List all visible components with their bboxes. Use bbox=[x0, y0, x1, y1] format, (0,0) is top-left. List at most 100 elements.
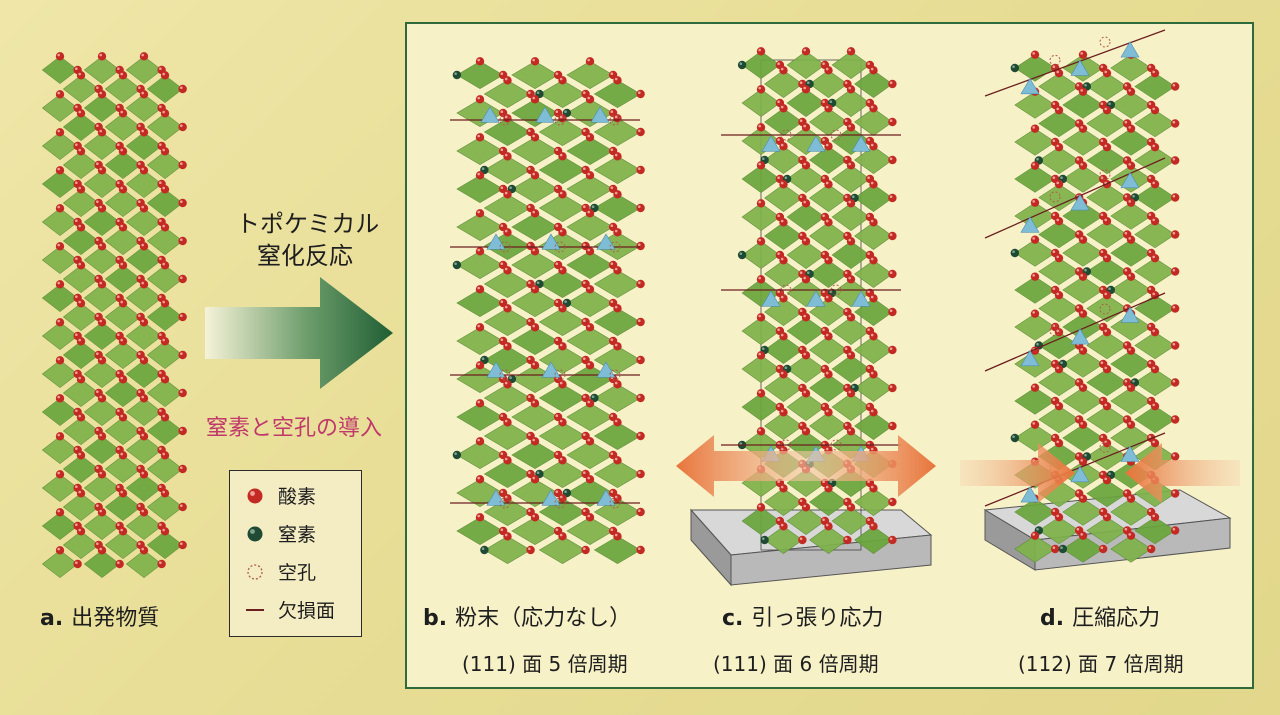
oxygen-atom bbox=[801, 47, 811, 56]
octahedron bbox=[1110, 498, 1152, 526]
oxygen-atom bbox=[888, 421, 897, 431]
oxygen-atom bbox=[55, 280, 65, 289]
octahedron bbox=[146, 150, 184, 180]
octahedron bbox=[741, 316, 781, 346]
oxygen-atom bbox=[558, 342, 567, 351]
oxygen-atom bbox=[756, 161, 766, 170]
oxygen-atom bbox=[846, 47, 856, 56]
tetrahedron bbox=[535, 106, 555, 123]
oxygen-atom bbox=[846, 161, 856, 170]
defect-plane bbox=[984, 29, 1166, 97]
oxygen-atom bbox=[585, 361, 595, 370]
oxygen-atom bbox=[558, 266, 567, 275]
oxygen-atom bbox=[613, 266, 622, 275]
legend: 酸素 窒素 空孔 欠損面 bbox=[229, 470, 362, 637]
legend-oxygen-label: 酸素 bbox=[278, 486, 317, 508]
caption-d-letter: d. bbox=[1040, 606, 1065, 631]
oxygen-atom bbox=[824, 142, 833, 151]
octahedron bbox=[854, 259, 893, 289]
octahedron bbox=[146, 416, 184, 446]
defect-plane bbox=[984, 432, 1166, 507]
octahedron bbox=[741, 354, 781, 384]
oxygen-atom bbox=[1078, 235, 1088, 244]
oxygen-atom bbox=[779, 180, 788, 189]
oxygen-atom bbox=[756, 123, 766, 132]
oxygen-atom bbox=[1102, 364, 1112, 374]
octahedron bbox=[593, 193, 642, 223]
octahedron bbox=[62, 188, 100, 218]
oxygen-atom bbox=[530, 57, 540, 66]
oxygen-atom bbox=[76, 223, 86, 232]
defect-plane bbox=[984, 292, 1166, 372]
octahedron bbox=[41, 207, 79, 237]
oxygen-atom bbox=[1054, 401, 1064, 411]
oxygen-atom bbox=[888, 117, 897, 127]
oxygen-atom bbox=[585, 209, 595, 218]
oxygen-atom bbox=[779, 294, 788, 303]
oxygen-atom bbox=[118, 299, 128, 308]
octahedron bbox=[831, 202, 871, 232]
octahedron bbox=[786, 316, 826, 346]
oxygen-atom bbox=[613, 456, 622, 465]
oxygen-atom bbox=[139, 242, 149, 251]
oxygen-atom bbox=[475, 361, 485, 370]
compression-arrow-left bbox=[960, 443, 1075, 503]
oxygen-atom bbox=[1170, 341, 1180, 350]
oxygen-atom bbox=[779, 256, 788, 265]
octahedron bbox=[764, 259, 803, 289]
oxygen-atom bbox=[801, 199, 811, 208]
oxygen-atom bbox=[558, 380, 567, 389]
octahedron bbox=[104, 150, 142, 180]
octahedron bbox=[1014, 165, 1056, 193]
oxygen-atom bbox=[585, 95, 595, 104]
octahedron bbox=[83, 245, 121, 275]
octahedron bbox=[483, 269, 532, 299]
octahedron bbox=[483, 383, 532, 413]
octahedron bbox=[41, 283, 79, 313]
oxygen-atom bbox=[824, 66, 833, 75]
oxygen-atom bbox=[756, 389, 766, 398]
octahedron bbox=[125, 435, 163, 465]
octahedron bbox=[1014, 424, 1056, 452]
octahedron bbox=[764, 335, 803, 365]
vacancy bbox=[554, 114, 566, 126]
oxygen-atom bbox=[558, 190, 567, 199]
octahedron bbox=[1062, 128, 1104, 156]
oxygen-atom bbox=[160, 109, 170, 118]
oxygen-atom bbox=[139, 318, 149, 327]
octahedron bbox=[786, 88, 826, 118]
octahedron bbox=[1038, 146, 1080, 175]
oxygen-atom bbox=[73, 559, 82, 569]
vacancy bbox=[1049, 325, 1061, 337]
oxygen-atom bbox=[55, 204, 65, 213]
oxygen-atom bbox=[97, 546, 107, 555]
octahedron bbox=[125, 55, 163, 85]
octahedron bbox=[854, 183, 893, 213]
oxygen-atom bbox=[55, 356, 65, 365]
oxygen-atom bbox=[798, 535, 807, 545]
vacancy bbox=[609, 241, 621, 253]
octahedron bbox=[1134, 257, 1176, 286]
octahedron bbox=[1086, 72, 1128, 101]
octahedron bbox=[1086, 516, 1128, 545]
octahedron bbox=[1110, 313, 1152, 341]
oxygen-atom bbox=[1078, 50, 1088, 59]
oxygen-atom bbox=[846, 427, 856, 436]
octahedron bbox=[1062, 276, 1104, 304]
oxygen-atom bbox=[869, 256, 878, 265]
caption-c-text: 引っ張り応力 bbox=[751, 606, 884, 631]
oxygen-atom bbox=[160, 375, 170, 384]
tetrahedron bbox=[1120, 445, 1140, 462]
oxygen-atom bbox=[55, 546, 65, 555]
octahedron bbox=[456, 60, 504, 90]
oxygen-atom bbox=[888, 345, 897, 355]
oxygen-atom bbox=[1030, 420, 1040, 429]
oxygen-atom bbox=[801, 275, 811, 284]
octahedron bbox=[1062, 91, 1104, 119]
octahedron bbox=[1086, 183, 1128, 212]
octahedron bbox=[1014, 313, 1056, 341]
oxygen-atom bbox=[118, 185, 128, 194]
oxygen-atom bbox=[118, 223, 128, 232]
octahedron bbox=[1110, 128, 1152, 156]
octahedron bbox=[809, 259, 848, 289]
